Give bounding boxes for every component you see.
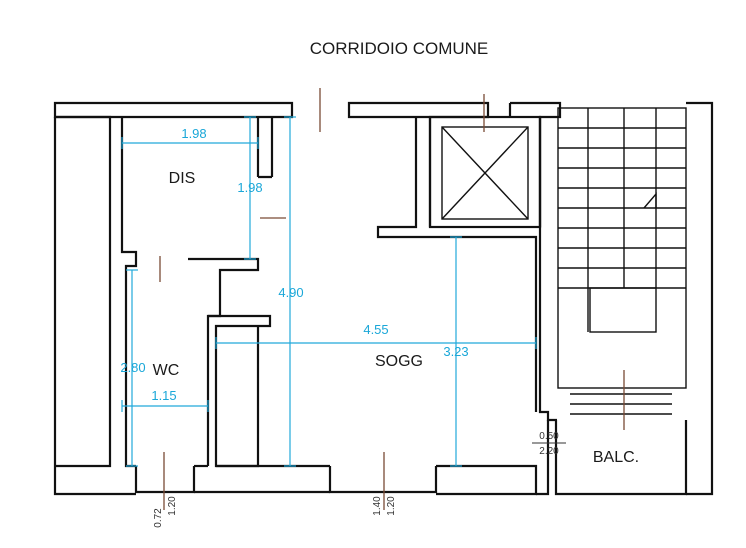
room-label-sogg: SOGG [375,353,423,370]
door-marks [159,88,625,510]
dim-dis-width: 1.98 [181,126,206,141]
walls [53,101,714,496]
room-label-balc: BALC. [593,449,639,466]
room-label-dis: DIS [169,170,196,187]
dim-balc-top: 0.50 [539,431,559,442]
dim-win-wc-a: 0.72 [153,508,164,528]
dim-sogg-width: 4.55 [363,322,388,337]
dim-sogg-height: 4.90 [278,285,303,300]
dim-balc-bottom: 2.20 [539,446,559,457]
lift-shaft [428,115,542,229]
room-label-wc: WC [153,362,180,379]
dim-dis-depth: 1.98 [237,180,262,195]
dim-wc-height: 2.80 [120,360,145,375]
plan-title: CORRIDOIO COMUNE [310,39,489,58]
dim-win-sogg-a: 1.40 [372,496,383,516]
dim-win-wc-b: 1.20 [167,496,178,516]
interior-lines [54,326,259,494]
dimension-lines [121,116,566,467]
dim-sogg-depth: 3.23 [443,344,468,359]
dim-wc-width: 1.15 [151,388,176,403]
staircase [557,107,687,415]
dim-win-sogg-b: 1.20 [386,496,397,516]
